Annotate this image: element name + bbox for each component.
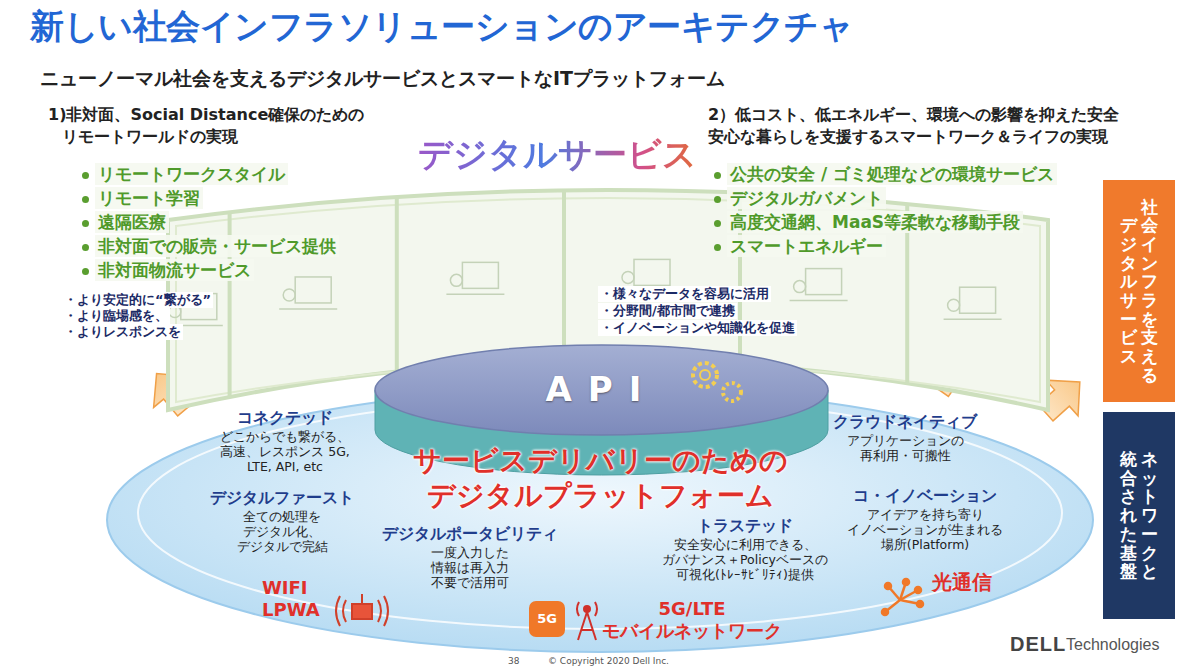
slide-title: 新しい社会インフラソリューションのアーキテクチャ bbox=[30, 4, 853, 50]
network-label: WIFI LPWA bbox=[262, 577, 332, 620]
monitor-icon bbox=[462, 262, 498, 288]
person-icon bbox=[283, 289, 295, 301]
5g-badge bbox=[529, 601, 565, 637]
logo-text: Technologies bbox=[1066, 636, 1159, 654]
callout-note: ・より臨場感を、 bbox=[62, 308, 170, 324]
callout-note: ・よりレスポンスを bbox=[62, 324, 183, 340]
bullet-item: 非対面での販売・サービス提供 bbox=[95, 235, 339, 257]
feature-heading: クラウドネイティブ bbox=[825, 412, 985, 433]
screen-wall bbox=[168, 190, 1048, 410]
gear-icon bbox=[723, 383, 741, 401]
bullet-item: デジタルガバメント bbox=[727, 187, 886, 209]
desk-icon bbox=[944, 318, 1002, 320]
vertical-label: 社会インフラを支える bbox=[1141, 198, 1158, 385]
screen-divider bbox=[562, 190, 566, 360]
feature-heading: デジタルポータビリティ bbox=[370, 524, 570, 545]
cylinder-top bbox=[375, 345, 828, 435]
callout-note: ・分野間/都市間で連携 bbox=[598, 303, 737, 319]
feature-heading: コ・イノベーション bbox=[845, 486, 1005, 507]
person-icon bbox=[794, 281, 806, 293]
bullet-item: 非対面物流サービス bbox=[95, 259, 254, 281]
feature-body: どこからでも繋がる、 高速、レスポンス 5G, LTE, API, etc bbox=[219, 429, 351, 474]
feature-heading: トラステッド bbox=[685, 516, 805, 537]
screen-divider bbox=[395, 197, 399, 372]
desk-icon bbox=[446, 294, 504, 296]
feature-heading: コネクテッド bbox=[215, 408, 355, 429]
bullet-item: 高度交通網、MaaS等柔軟な移動手段 bbox=[727, 211, 1023, 233]
subtitle: ニューノーマル社会を支えるデジタルサービスとスマートなITプラットフォーム bbox=[40, 66, 725, 92]
person-icon bbox=[622, 271, 634, 283]
badge-text: 5G bbox=[529, 611, 565, 626]
feature-body: アイデアを持ち寄り イノベーションが生まれる 場所(Platform) bbox=[846, 507, 1004, 552]
network-label: 光通信 bbox=[932, 570, 992, 594]
network-label: 5G/LTE モバイルネットワーク bbox=[595, 598, 790, 641]
logo-text: DELL bbox=[1010, 633, 1066, 656]
bullet-item: リモートワークスタイル bbox=[95, 163, 288, 185]
desk-icon bbox=[790, 300, 848, 302]
bullet-item: スマートエネルギー bbox=[727, 235, 886, 257]
feature-body: 一度入力した 情報は再入力 不要で活用可 bbox=[426, 545, 514, 590]
person-icon bbox=[948, 299, 960, 311]
callout-note: ・様々なデータを容易に活用 bbox=[598, 286, 771, 302]
callout-note: ・より安定的に“繋がる” bbox=[62, 292, 213, 308]
group-heading: 1)非対面、Social Distance確保のための リモートワールドの実現 bbox=[48, 104, 407, 147]
vertical-label: 統合された基盤 bbox=[1120, 450, 1137, 581]
vertical-text-wrap: ネットワークと統合された基盤 bbox=[1103, 412, 1175, 619]
monitor-icon bbox=[295, 277, 331, 303]
feature-heading: デジタルファースト bbox=[197, 488, 367, 509]
gear-icon bbox=[693, 363, 717, 387]
bullet-item: 公共の安全 / ゴミ処理などの環境サービス bbox=[727, 163, 1057, 185]
copyright: © Copyright 2020 Dell Inc. bbox=[548, 656, 669, 666]
label-band: 社会インフラを支えるデジタルサービス bbox=[1103, 180, 1175, 402]
vertical-text-wrap: 社会インフラを支えるデジタルサービス bbox=[1103, 180, 1175, 402]
label-band: ネットワークと統合された基盤 bbox=[1103, 412, 1175, 619]
callout-note: ・イノベーションや知識化を促進 bbox=[598, 320, 797, 336]
vertical-label: デジタルサービス bbox=[1120, 216, 1137, 366]
gear-hub bbox=[700, 370, 710, 380]
fiber-optic-icon bbox=[882, 579, 923, 615]
person-icon bbox=[450, 274, 462, 286]
service-heading: デジタルサービス bbox=[418, 132, 697, 178]
desk-icon bbox=[279, 308, 337, 310]
page-number: 38 bbox=[508, 656, 519, 666]
feature-body: アプリケーションの 再利用・可搬性 bbox=[844, 433, 966, 463]
bullet-item: リモート学習 bbox=[95, 187, 203, 209]
bullet-item: 遠隔医療 bbox=[95, 211, 169, 233]
feature-body: 全ての処理を デジタル化、 デジタルで完結 bbox=[234, 509, 330, 554]
monitor-icon bbox=[960, 287, 996, 313]
radio-tower-icon bbox=[577, 602, 597, 640]
monitor-icon bbox=[806, 269, 842, 295]
group-heading: 2）低コスト、低エネルギー、環境への影響を抑えた安全 安心な暮らしを支援するスマ… bbox=[708, 104, 1138, 147]
monitor-icon bbox=[634, 259, 670, 285]
platform-title: サービスデリバリーのための デジタルプラットフォーム bbox=[410, 443, 790, 513]
feature-body: 安全安心に利用できる、 ガバナンス＋Policyベースの 可視化(ﾄﾚｰｻﾋﾞﾘ… bbox=[659, 537, 831, 582]
wifi-antenna-icon bbox=[336, 594, 388, 626]
api-label: API bbox=[375, 369, 828, 409]
vertical-label: ネットワークと bbox=[1141, 450, 1158, 581]
